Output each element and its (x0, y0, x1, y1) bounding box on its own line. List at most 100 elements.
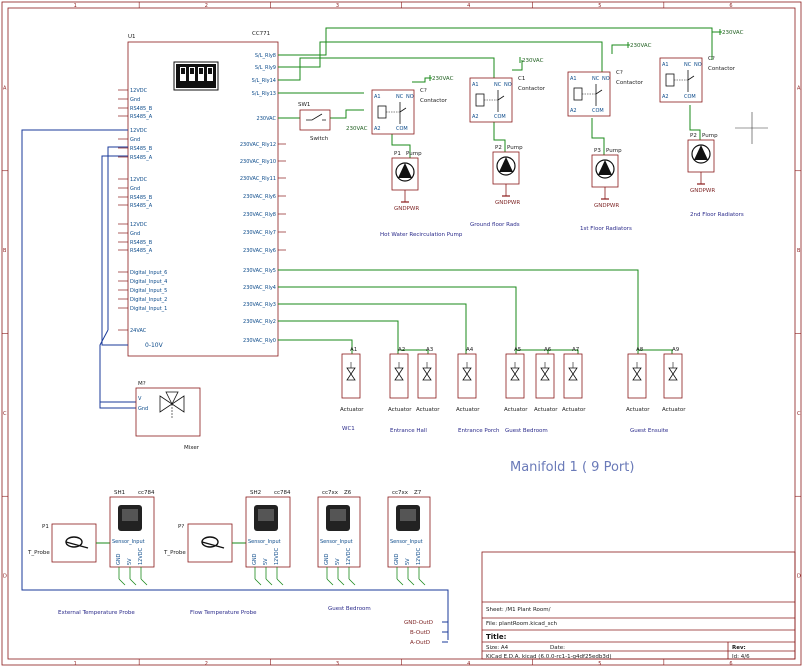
contactor-pin-nc: NC (592, 76, 600, 82)
power-wires (278, 27, 722, 358)
sensor-bottom-pin: 12VDC (346, 547, 352, 565)
pump-caption: Ground floor Rads (470, 222, 520, 228)
actuator-ref: A1 (350, 347, 357, 353)
controller-right-pin: S/L_Rly8 (255, 53, 276, 59)
contactor-net: 230VAC (722, 30, 744, 36)
controller-right-pin: 230VAC_Rly6 (243, 194, 276, 200)
sensor-pin: Sensor_Input (390, 539, 423, 545)
probe-external[interactable]: P1 T_Probe External Temperature Probe (27, 523, 135, 616)
controller-right-pin: 230VAC_Rly12 (240, 142, 276, 148)
controller-left-pin: Gnd (130, 186, 140, 192)
valve-icon (462, 367, 472, 381)
controller-left-pin: Digital_Input_4 (130, 279, 167, 285)
tb-sheet: Sheet: /M1 Plant Room/ (486, 607, 551, 613)
actuator-label: Actuator (416, 407, 440, 413)
valve-icon (510, 367, 520, 381)
contactor-pin-a2: A2 (570, 108, 577, 114)
actuator-ref: A6 (544, 347, 552, 353)
contactor-net: 230VAC (522, 58, 544, 64)
pump-triangle-icon (694, 145, 708, 160)
sensor-bottom-pin: 12VDC (138, 547, 144, 565)
controller-right-pin: 230VAC_Rly2 (243, 319, 276, 325)
zone-caption-wc1: WC1 (342, 426, 355, 432)
pump-triangle-icon (598, 160, 612, 175)
contactor-ref: C? (616, 70, 623, 76)
frame-row-label: A (797, 85, 801, 91)
frame-col-label: 4 (467, 3, 470, 9)
frame-col-label: 2 (205, 661, 208, 667)
contactor-pin-com: COM (494, 114, 506, 120)
sensor-ref: cc7xx (392, 490, 409, 496)
controller-u1[interactable]: U1 CC771 12VDCGndRS485_BRS485_A12VDCGndR… (118, 31, 286, 357)
contactor-pin-com: COM (592, 108, 604, 114)
mixer-pin-v: V (138, 396, 142, 402)
controller-right-pin: 230VAC_Rly6 (243, 248, 276, 254)
actuator-ref: A3 (426, 347, 434, 353)
frame-col-label: 5 (598, 661, 601, 667)
controller-left-pin: Digital_Input_5 (130, 288, 167, 294)
frame-row-label: B (3, 248, 7, 254)
switch-sw1[interactable]: SW1 Switch 230VAC (298, 102, 368, 142)
controller-left-pin: Digital_Input_6 (130, 270, 167, 276)
contactor-label: Contactor (420, 98, 448, 104)
frame-row-label: A (3, 85, 7, 91)
probe-ref: P1 (42, 524, 49, 530)
controller-left-pin: RS485_B (130, 195, 153, 201)
sensor-bottom-pin: GND (252, 553, 258, 565)
pump-ref: P1 (394, 151, 401, 157)
pump-ref: P2 (495, 145, 502, 151)
controller-right-pin: 230VAC (257, 116, 277, 122)
contactor-pin-no: NO (406, 94, 414, 100)
pump-gnd: GNDPWR (394, 206, 419, 212)
pump-caption: 2nd Floor Radiators (690, 212, 744, 218)
bus-label-b: B-OutD (410, 630, 430, 636)
controller-right-pin: S/L_Rly13 (252, 91, 276, 97)
frame-col-label: 4 (467, 661, 470, 667)
sensor-value: Z7 (414, 490, 422, 496)
probe-flow[interactable]: P? T_Probe Flow Temperature Probe (163, 523, 257, 616)
controller-left-pin: 12VDC (130, 128, 148, 134)
actuator-ref: A7 (572, 347, 580, 353)
contactor-ref: C1 (518, 76, 525, 82)
contactor-pin-a1: A1 (472, 82, 479, 88)
tb-id: Id: 4/6 (732, 654, 750, 660)
mixer-pin-gnd: Gnd (138, 406, 148, 412)
pump-ref: P2 (690, 133, 697, 139)
actuator-label: Actuator (388, 407, 412, 413)
actuator-ref: A4 (466, 347, 474, 353)
pump-label: Pump (606, 148, 622, 154)
sensor-bottom-pin: 5V (405, 558, 411, 565)
contactor-label: Contactor (708, 66, 736, 72)
sensor-ref: SH1 (114, 490, 125, 496)
dip-switch-icon (173, 61, 219, 91)
mixer-m[interactable]: M? V Gnd Mixer (135, 381, 201, 451)
zone-caption-entrance-hall: Entrance Hall (390, 428, 427, 434)
contactor-pin-nc: NC (684, 62, 692, 68)
controller-left-pin: RS485_B (130, 146, 153, 152)
actuator-ref: A8 (636, 347, 644, 353)
contactor-label: Contactor (518, 86, 546, 92)
sensor-bottom-pin: 5V (127, 558, 133, 565)
actuator-label: Actuator (340, 407, 364, 413)
